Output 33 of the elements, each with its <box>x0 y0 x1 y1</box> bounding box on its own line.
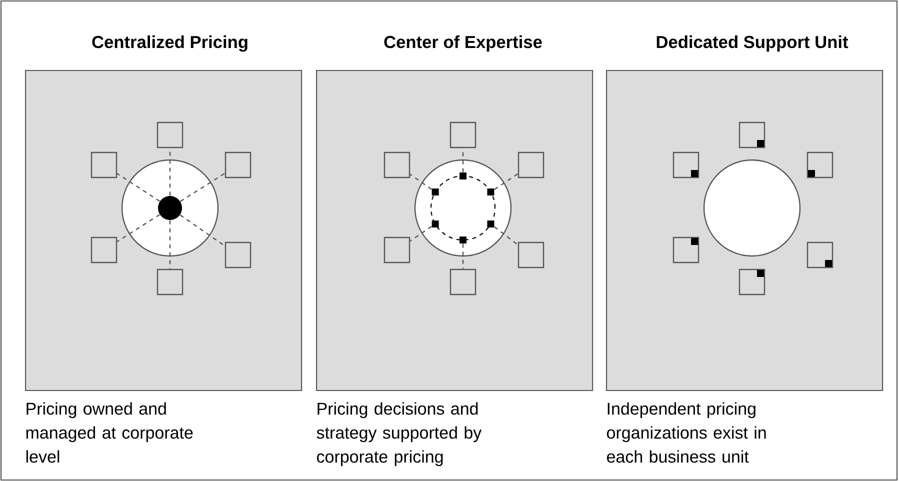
dashed-line <box>180 214 226 246</box>
box <box>450 268 476 296</box>
box <box>450 122 476 148</box>
box <box>672 152 700 178</box>
box <box>156 122 184 148</box>
panel-title: Center of Expertise <box>384 35 542 52</box>
box <box>518 152 544 178</box>
box <box>90 236 118 264</box>
box <box>156 268 184 296</box>
caption-text: Pricing decisions and strategy supported by corporate pricing <box>316 402 482 466</box>
caption-text: Independent pricing organizations exist in each business unit <box>606 402 766 463</box>
dashed-line <box>462 244 464 269</box>
box <box>518 242 544 268</box>
circle <box>703 159 801 257</box>
box <box>806 242 834 268</box>
panel-title: Centralized Pricing <box>92 35 248 52</box>
circle <box>121 159 219 257</box>
panel-title: Dedicated Support Unit <box>656 35 848 52</box>
dashed-line <box>410 226 432 242</box>
dot <box>158 196 182 220</box>
box <box>672 236 700 264</box>
box <box>384 152 410 178</box>
caption-text: Pricing owned and managed at corporate level <box>26 402 193 463</box>
dashed-line <box>494 173 518 190</box>
box <box>806 152 834 178</box>
box <box>738 268 766 296</box>
dashed-line <box>494 226 518 246</box>
box <box>224 242 252 268</box>
box <box>90 152 118 178</box>
box <box>384 236 410 264</box>
dashed-line <box>180 172 226 202</box>
box <box>738 122 766 148</box>
box <box>224 152 252 178</box>
